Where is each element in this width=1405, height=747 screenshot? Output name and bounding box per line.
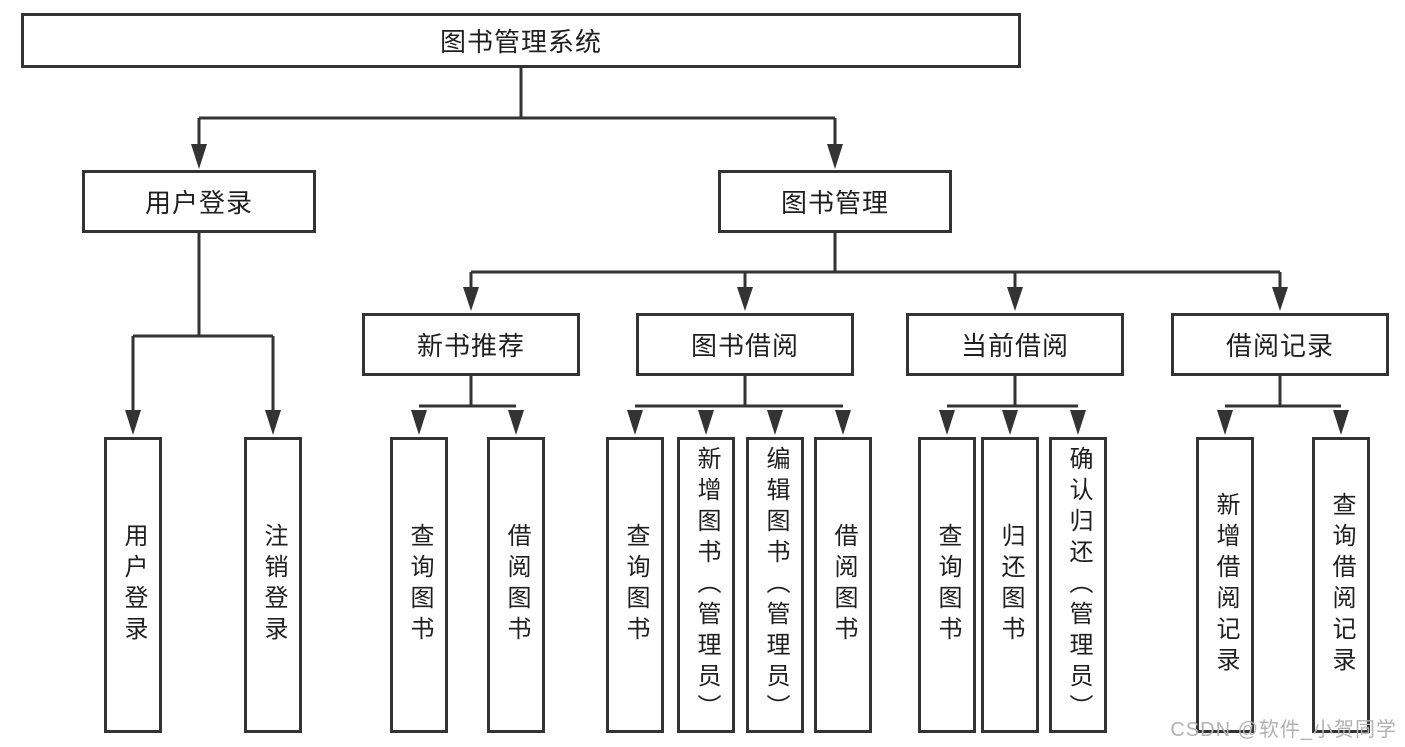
leaf-query-books-borrow: 查询图书 [606,437,664,733]
node-borrow-record: 借阅记录 [1171,313,1389,376]
leaf-add-borrow-record-label: 新增借阅记录 [1212,492,1239,678]
leaf-return-book-label: 归还图书 [997,523,1024,647]
node-root: 图书管理系统 [21,13,1021,68]
leaf-query-borrow-record: 查询借阅记录 [1312,437,1370,733]
node-current-borrow: 当前借阅 [906,313,1124,376]
leaf-borrow-book-label: 借阅图书 [830,523,857,647]
node-current-borrow-label: 当前借阅 [960,331,1069,361]
leaf-add-book-admin: 新增图书（管理员） [677,437,735,733]
node-user-login: 用户登录 [82,170,316,233]
leaf-logout: 注销登录 [244,437,302,733]
watermark: CSDN @软件_小贺同学 [1170,719,1397,741]
leaf-query-books-current-label: 查询图书 [934,523,961,647]
leaf-confirm-return-admin-label: 确认归还（管理员） [1065,446,1092,725]
leaf-user-login-label: 用户登录 [120,523,147,647]
leaf-borrow-book: 借阅图书 [814,437,872,733]
leaf-query-books-current: 查询图书 [918,437,976,733]
node-new-book-recommend: 新书推荐 [362,313,580,376]
node-borrow-record-label: 借阅记录 [1225,331,1334,361]
node-book-management: 图书管理 [718,170,952,233]
leaf-confirm-return-admin: 确认归还（管理员） [1049,437,1107,733]
node-book-borrow-label: 图书借阅 [690,331,799,361]
leaf-query-books-borrow-label: 查询图书 [622,523,649,647]
leaf-add-book-admin-label: 新增图书（管理员） [693,446,720,725]
leaf-borrow-books-recommend: 借阅图书 [487,437,545,733]
node-book-borrow: 图书借阅 [636,313,854,376]
leaf-user-login: 用户登录 [104,437,162,733]
leaf-edit-book-admin-label: 编辑图书（管理员） [762,446,789,725]
leaf-query-books-recommend-label: 查询图书 [406,523,433,647]
node-user-login-label: 用户登录 [144,188,253,218]
leaf-return-book: 归还图书 [981,437,1039,733]
leaf-query-books-recommend: 查询图书 [390,437,448,733]
leaf-add-borrow-record: 新增借阅记录 [1196,437,1254,733]
leaf-borrow-books-recommend-label: 借阅图书 [503,523,530,647]
leaf-query-borrow-record-label: 查询借阅记录 [1328,492,1355,678]
node-book-management-label: 图书管理 [780,188,889,218]
node-root-label: 图书管理系统 [439,27,602,57]
leaf-edit-book-admin: 编辑图书（管理员） [746,437,804,733]
leaf-logout-label: 注销登录 [260,523,287,647]
node-new-book-recommend-label: 新书推荐 [416,331,525,361]
